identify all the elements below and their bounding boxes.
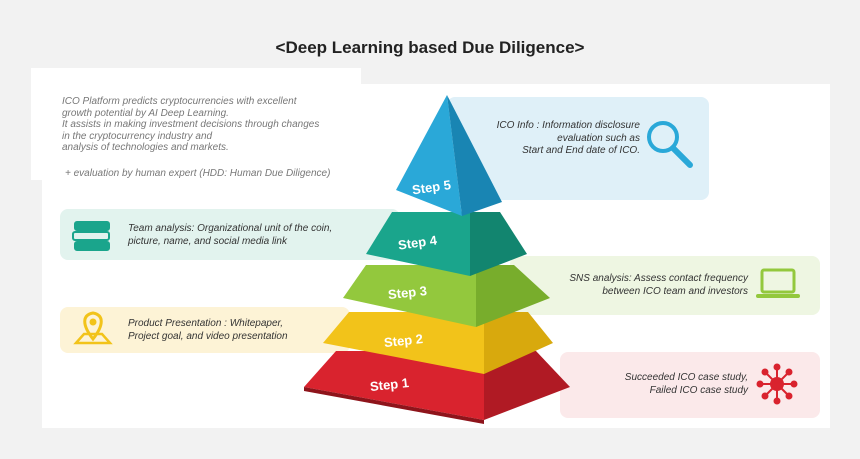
panel-step4 xyxy=(60,209,400,260)
laptop-icon xyxy=(756,268,800,298)
panel-line: Start and End date of ICO. xyxy=(522,145,640,156)
panel-line: SNS analysis: Assess contact frequency xyxy=(569,273,748,284)
step-4-label: Step 4 xyxy=(397,232,438,252)
panel-step4-text: Team analysis: Organizational unit of th… xyxy=(128,223,332,248)
step-2-layer: Step 2 xyxy=(323,312,553,374)
books-icon xyxy=(72,221,110,251)
panel-step5-text: ICO Info : Information disclosure evalua… xyxy=(470,120,640,158)
virus-network-icon xyxy=(756,363,798,405)
intro-box xyxy=(31,68,361,180)
intro-line: ICO Platform predicts cryptocurrencies w… xyxy=(62,96,297,107)
step-2-label: Step 2 xyxy=(383,331,423,350)
step-1-layer: Step 1 xyxy=(304,351,570,424)
panel-step3 xyxy=(510,256,820,315)
intro-line: growth potential by AI Deep Learning. xyxy=(62,107,229,119)
page-title: <Deep Learning based Due Diligence> xyxy=(275,38,585,57)
step-3-layer: Step 3 xyxy=(343,265,550,327)
panel-line: ICO Info : Information disclosure xyxy=(496,120,640,131)
map-pin-icon xyxy=(73,311,113,345)
magnifier-icon xyxy=(647,121,693,168)
intro-line: in the cryptocurrency industry and xyxy=(62,130,213,142)
panel-step2 xyxy=(60,307,350,353)
step-4-layer: Step 4 xyxy=(366,212,527,276)
panel-line: Product Presentation : Whitepaper, xyxy=(128,318,284,329)
intro-line: analysis of technologies and markets. xyxy=(62,142,229,153)
panel-step2-text: Product Presentation : Whitepaper, Proje… xyxy=(128,318,288,343)
intro-text: ICO Platform predicts cryptocurrencies w… xyxy=(62,96,362,154)
panel-step3-text: SNS analysis: Assess contact frequency b… xyxy=(530,273,748,298)
step-5-layer: Step 5 xyxy=(396,95,502,216)
step-5-label: Step 5 xyxy=(411,177,452,197)
panel-step1-text: Succeeded ICO case study, Failed ICO cas… xyxy=(580,372,748,397)
panel-line: picture, name, and social media link xyxy=(128,235,287,247)
step-3-label: Step 3 xyxy=(387,283,427,302)
intro-note: + evaluation by human expert (HDD: Human… xyxy=(65,168,331,179)
intro-line: It assists in making investment decision… xyxy=(62,119,320,130)
panel-line: Succeeded ICO case study, xyxy=(624,372,748,383)
panel-line: Failed ICO case study xyxy=(649,384,748,396)
panel-line: Project goal, and video presentation xyxy=(128,330,288,342)
panel-line: Team analysis: Organizational unit of th… xyxy=(128,223,333,234)
step-1-label: Step 1 xyxy=(369,375,409,394)
panel-line: evaluation such as xyxy=(557,132,640,144)
panel-line: between ICO team and investors xyxy=(602,285,748,297)
